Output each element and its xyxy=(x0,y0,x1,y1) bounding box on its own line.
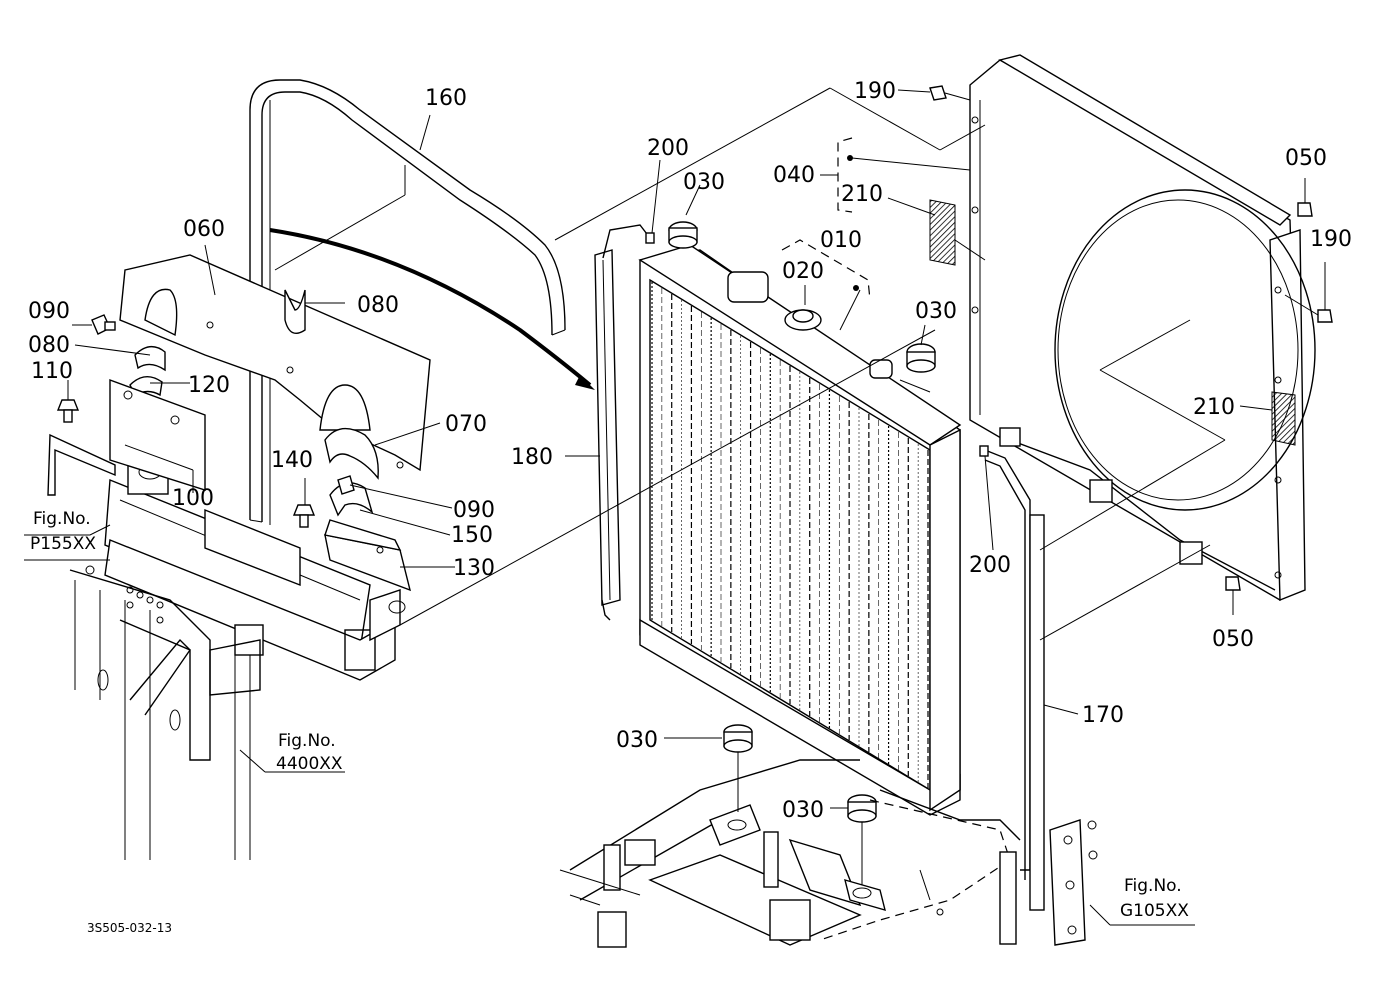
figure-reference-p155[interactable]: Fig.No. P155XX xyxy=(30,509,96,554)
callout-190-top: 190 xyxy=(854,79,896,104)
callout-120: 120 xyxy=(188,373,230,398)
part-090-bolt-left xyxy=(91,314,116,335)
part-080-120-clamps-left xyxy=(129,346,166,397)
part-070-clamp xyxy=(324,427,379,480)
callout-030-bottom-right: 030 xyxy=(782,798,824,823)
part-200-fitting-right xyxy=(979,445,989,457)
callout-140: 140 xyxy=(271,448,313,473)
fan-shroud xyxy=(969,54,1316,602)
callout-040: 040 xyxy=(773,163,815,188)
part-210-decal-right xyxy=(1271,391,1296,446)
callout-150: 150 xyxy=(451,523,493,548)
figure-ref-number: G105XX xyxy=(1120,901,1189,921)
figure-ref-number: P155XX xyxy=(30,534,96,554)
part-090-bolt-right xyxy=(337,475,355,495)
callout-090-left: 090 xyxy=(28,299,70,324)
part-190-bolt-right xyxy=(1317,309,1333,323)
part-170-side-bar xyxy=(984,449,1045,911)
part-110-bolt xyxy=(56,399,80,423)
callout-200-top: 200 xyxy=(647,136,689,161)
callout-100: 100 xyxy=(172,486,214,511)
callout-010: 010 xyxy=(820,228,862,253)
leader-lines xyxy=(24,87,1326,926)
callout-110: 110 xyxy=(31,359,73,384)
hose-line xyxy=(269,228,592,387)
callout-030-top-right: 030 xyxy=(915,299,957,324)
callout-210-right: 210 xyxy=(1193,395,1235,420)
callout-070: 070 xyxy=(445,412,487,437)
part-100-bracket xyxy=(109,378,206,491)
radiator-core xyxy=(638,244,962,816)
callout-080-left: 080 xyxy=(28,333,70,358)
part-030-mount-top-right xyxy=(906,343,936,373)
figure-ref-title: Fig.No. xyxy=(33,509,91,529)
part-130-bracket xyxy=(324,519,412,592)
part-060-plate xyxy=(119,254,431,472)
part-050-bolt-top xyxy=(1297,202,1313,217)
part-190-bolt-top xyxy=(929,85,971,101)
figure-ref-title: Fig.No. xyxy=(278,731,336,751)
hose-arrowhead xyxy=(575,375,595,390)
part-030-mount-top-left xyxy=(668,221,698,249)
callout-050-top: 050 xyxy=(1285,146,1327,171)
bracket-small xyxy=(47,433,116,496)
figure-reference-4400[interactable]: Fig.No. 4400XX xyxy=(276,731,343,774)
callout-030-bottom-left: 030 xyxy=(616,728,658,753)
callout-080-top: 080 xyxy=(357,293,399,318)
callout-050-bottom: 050 xyxy=(1212,627,1254,652)
lower-frame-left xyxy=(69,461,406,860)
callout-090-right: 090 xyxy=(453,498,495,523)
callout-170: 170 xyxy=(1082,703,1124,728)
figure-ref-number: 4400XX xyxy=(276,754,343,774)
part-180-side-bar xyxy=(594,224,651,621)
part-140-bolt xyxy=(292,504,316,528)
part-080-clamp-top xyxy=(284,289,306,334)
callout-020: 020 xyxy=(782,259,824,284)
callout-190-right: 190 xyxy=(1310,227,1352,252)
callout-030-top-left: 030 xyxy=(683,170,725,195)
part-030-mount-bottom-right xyxy=(847,794,877,823)
callout-labels: 160 060 080 090 080 110 120 070 100 140 … xyxy=(28,79,1352,823)
callout-210-top: 210 xyxy=(841,182,883,207)
part-210-decal-top xyxy=(929,199,956,266)
figure-ref-title: Fig.No. xyxy=(1124,876,1182,896)
callout-130: 130 xyxy=(453,556,495,581)
figure-reference-g105[interactable]: Fig.No. G105XX xyxy=(1120,876,1189,921)
part-050-bolt-bottom xyxy=(1225,576,1241,591)
part-200-fitting-top xyxy=(645,232,655,244)
callout-160: 160 xyxy=(425,86,467,111)
part-030-mount-bottom-left xyxy=(723,724,753,753)
callout-200-right: 200 xyxy=(969,553,1011,578)
callout-060: 060 xyxy=(183,217,225,242)
drawing-code: 3S505-032-13 xyxy=(87,921,172,935)
lower-frame-center xyxy=(559,759,1098,948)
callout-180: 180 xyxy=(511,445,553,470)
